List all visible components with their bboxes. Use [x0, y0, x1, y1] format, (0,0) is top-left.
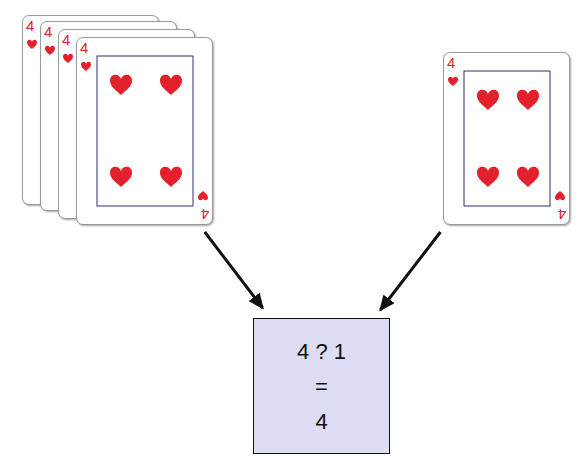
heart-pip: [555, 191, 565, 200]
card-rank: 4: [447, 55, 455, 70]
card-rank: 4: [201, 207, 209, 222]
arrow-connector: [380, 232, 440, 310]
heart-pip: [198, 191, 208, 200]
heart-pip: [160, 75, 182, 95]
heart-pip: [27, 40, 37, 49]
heart-pip: [81, 62, 91, 71]
arrow-connector: [205, 232, 263, 308]
card-frame: [464, 71, 550, 206]
card-rank: 4: [80, 40, 88, 55]
heart-pip: [477, 167, 499, 187]
heart-pip: [110, 167, 132, 187]
heart-pip: [63, 54, 73, 63]
equation-line: 4 ? 1: [297, 334, 346, 369]
card-rank: 4: [26, 18, 34, 33]
heart-pip: [110, 75, 132, 95]
heart-pip: [448, 77, 458, 86]
card-rank: 4: [62, 32, 70, 47]
card-face: [77, 38, 212, 224]
heart-pip: [477, 90, 499, 110]
heart-pip: [160, 167, 182, 187]
card-face: [444, 53, 569, 224]
heart-pip: [517, 167, 539, 187]
equation-line: 4: [315, 404, 327, 439]
playing-card: 44: [443, 52, 570, 225]
heart-pip: [45, 46, 55, 55]
card-frame: [97, 56, 193, 206]
playing-card: 44: [76, 37, 213, 225]
card-rank: 4: [44, 24, 52, 39]
card-rank: 4: [558, 207, 566, 222]
equation-line: =: [315, 369, 328, 404]
heart-pip: [517, 90, 539, 110]
equation-box: 4 ? 1=4: [253, 318, 390, 454]
